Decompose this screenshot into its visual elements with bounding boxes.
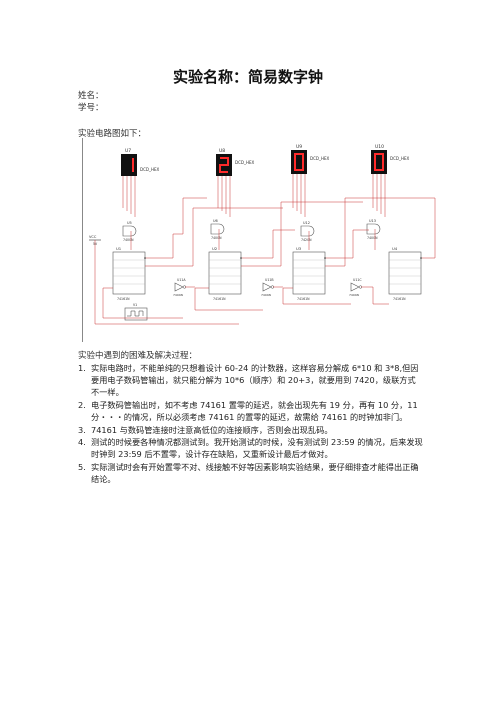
vcc-source: VCC 5V [89, 235, 239, 325]
list-item-text: 74161 与数码管连接时注意高低位的连接顺序，否则会出现乱码。 [91, 424, 333, 435]
nand-u12-part: 7420N [301, 238, 312, 242]
display-u8-ref: U8 [219, 148, 225, 154]
counter-u3-part: 74161N [297, 297, 310, 301]
display-u7-label: DCD_HEX [140, 167, 159, 172]
nand-u6: U6 7400N [210, 219, 225, 240]
list-item-number: 5. [78, 461, 86, 472]
nand-u6-part: 7400N [211, 236, 222, 240]
circuit-schematic: U7 DCD_HEX U8 DCD_HEX U9 [89, 144, 436, 325]
list-item-text: 电子数码管输出时，如不考虑 74161 置零的延迟，就会出现先有 19 分，再有… [91, 399, 418, 423]
counter-u3-ref: U3 [296, 246, 302, 251]
list-item-number: 4. [78, 437, 86, 448]
display-u10: U10 DCD_HEX [371, 144, 409, 217]
display-u7-ref: U7 [125, 148, 131, 154]
inverter-u11a: U11A 7404N [173, 278, 186, 297]
display-u9-label: DCD_HEX [310, 156, 329, 161]
display-u10-ref: U10 [375, 144, 384, 150]
nand-u5: U5 7400N [122, 221, 137, 242]
display-u10-label: DCD_HEX [390, 156, 409, 161]
inverter-u11b: U11B 7404N [261, 278, 275, 297]
counter-u2-ref: U2 [212, 246, 218, 251]
inverter-u11c: U11C 7404N [349, 278, 362, 297]
nand-u13-part: 7400N [367, 236, 378, 240]
list-item-number: 2. [78, 399, 86, 410]
inverter-u11c-ref: U11C [353, 278, 362, 282]
nand-u5-part: 7400N [123, 238, 134, 242]
display-u9: U9 DCD_HEX [291, 144, 329, 217]
nand-u13-ref: U13 [369, 219, 376, 223]
counter-u4-part: 74161N [393, 297, 406, 301]
nand-u5-ref: U5 [127, 221, 132, 225]
list-item: 4. 测试的时候要各种情况都测试到。我开始测试的时候，没有测试到 23:59 的… [78, 436, 423, 460]
list-item: 3. 74161 与数码管连接时注意高低位的连接顺序，否则会出现乱码。 [78, 424, 423, 436]
wire-taps [144, 257, 422, 259]
list-item: 1. 实际电路时，不能单纯的只想着设计 60-24 的计数器，这样容易分解成 6… [78, 362, 423, 399]
vcc-value: 5V [93, 242, 98, 246]
counter-u3: U3 74161N [292, 246, 326, 301]
list-item: 5. 实际测试时会有开始置零不对、线接触不好等因素影响实验结果，要仔细排查才能得… [78, 461, 423, 485]
display-u9-ref: U9 [296, 144, 302, 150]
student-id-label: 学号： [78, 103, 104, 113]
counter-u1-part: 74161N [117, 297, 130, 301]
difficulty-heading: 实验中遇到的困难及解决过程： [78, 351, 198, 361]
list-item-text: 实际测试时会有开始置零不对、线接触不好等因素影响实验结果，要仔细排查才能得出正确… [91, 461, 419, 485]
document-title: 实验名称：简易数字钟 [172, 68, 323, 86]
list-item-number: 3. [78, 424, 86, 435]
difficulty-list: 1. 实际电路时，不能单纯的只想着设计 60-24 的计数器，这样容易分解成 6… [78, 362, 423, 486]
display-u7: U7 DCD_HEX [121, 148, 159, 217]
name-label: 姓名： [78, 91, 104, 101]
display-u8-label: DCD_HEX [235, 160, 254, 165]
counter-u2: U2 74161N [208, 246, 242, 301]
inverter-u11c-part: 7404N [349, 293, 359, 297]
list-item-text: 测试的时候要各种情况都测试到。我开始测试的时候，没有测试到 23:59 的情况，… [91, 437, 423, 460]
inverter-u11a-part: 7404N [173, 293, 183, 297]
counter-u1-ref: U1 [116, 246, 122, 251]
nand-u13: U13 7400N [366, 219, 381, 240]
nand-u6-ref: U6 [213, 219, 218, 223]
vcc-label: VCC [89, 235, 97, 239]
list-item-number: 1. [78, 363, 86, 373]
display-u8: U8 DCD_HEX [216, 148, 254, 217]
counter-u2-part: 74161N [213, 297, 226, 301]
nand-u12: U12 7420N [300, 221, 315, 242]
inverter-u11b-part: 7404N [261, 293, 271, 297]
list-item: 2. 电子数码管输出时，如不考虑 74161 置零的延迟，就会出现先有 19 分… [78, 399, 423, 423]
circuit-diagram: U7 DCD_HEX U8 DCD_HEX U9 [82, 138, 443, 342]
circuit-heading: 实验电路图如下： [78, 129, 147, 139]
inverter-u11b-ref: U11B [265, 278, 274, 282]
counter-u4: U4 74161N [388, 246, 422, 301]
nand-u12-ref: U12 [303, 221, 310, 225]
inverter-u11a-ref: U11A [177, 278, 186, 282]
counter-u1: U1 74161N [112, 246, 146, 301]
clock-source: V1 [124, 303, 148, 321]
wires [102, 197, 436, 319]
list-item-text: 实际电路时，不能单纯的只想着设计 60-24 的计数器，这样容易分解成 6*10… [91, 363, 419, 398]
clock-ref: V1 [133, 303, 137, 307]
counter-u4-ref: U4 [392, 246, 398, 251]
